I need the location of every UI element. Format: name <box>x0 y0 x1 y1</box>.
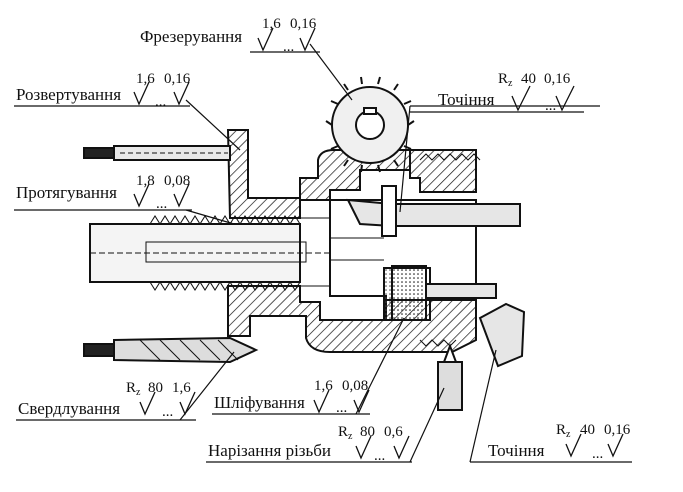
label-broaching-ra: 1,8 <box>136 173 155 189</box>
label-drilling-name: Свердлування <box>18 399 120 418</box>
label-turning-top-mid: ... <box>545 98 556 114</box>
threading-tool <box>437 343 463 411</box>
label-drilling-rz: Rz <box>126 380 141 398</box>
label-milling-name: Фрезерування <box>140 27 242 46</box>
label-drilling-ra: 80 <box>148 380 163 396</box>
label-turning-bottom-sb: 0,16 <box>604 422 631 438</box>
label-grinding-sb: 0,08 <box>342 378 368 394</box>
leader-lines <box>179 43 600 463</box>
label-threading-rz: Rz <box>338 424 353 442</box>
label-broaching: Протягування 1,8 0,08 ... <box>14 173 192 212</box>
label-broaching-name: Протягування <box>16 183 117 202</box>
label-grinding-ra: 1,6 <box>314 378 333 394</box>
label-turning-top-rz: Rz <box>498 71 513 89</box>
label-broaching-mid: ... <box>156 196 167 212</box>
drill-tool <box>83 336 259 364</box>
grinding-wheel <box>391 265 497 321</box>
label-milling-ra: 1,6 <box>262 16 281 32</box>
label-turning-bottom: Rz 40 0,16 Точіння ... <box>470 422 632 463</box>
label-reaming-ra: 1,6 <box>136 71 155 87</box>
label-drilling-mid: ... <box>162 404 173 420</box>
label-grinding: 1,6 0,08 Шліфування ... <box>212 378 370 416</box>
label-threading-name: Нарізання різьби <box>208 441 331 460</box>
label-reaming-mid: ... <box>155 94 166 110</box>
label-threading-ra: 80 <box>360 424 375 440</box>
label-turning-bottom-mid: ... <box>592 446 603 462</box>
label-turning-top-sb: 0,16 <box>544 71 571 87</box>
label-turning-bottom-rz: Rz <box>556 422 571 440</box>
label-drilling-sb: 1,6 <box>172 380 191 396</box>
label-threading: Rz 80 0,6 Нарізання різьби ... <box>206 424 412 464</box>
label-threading-sb: 0,6 <box>384 424 403 440</box>
milling-cutter <box>325 76 415 173</box>
label-milling: Фрезерування 1,6 0,16 ... <box>140 16 320 55</box>
label-reaming-sb: 0,16 <box>164 71 191 87</box>
label-turning-top-name: Точіння <box>438 90 495 109</box>
label-broaching-sb: 0,08 <box>164 173 190 189</box>
label-grinding-mid: ... <box>336 400 347 416</box>
reamer-tool <box>83 145 231 161</box>
label-turning-bottom-name: Точіння <box>488 441 545 460</box>
label-reaming-name: Розвертування <box>16 85 121 104</box>
label-turning-top: Rz 40 0,16 Точіння ... <box>410 71 584 114</box>
broach-tool <box>89 215 330 291</box>
label-turning-top-ra: 40 <box>521 71 536 87</box>
label-drilling: Rz 80 1,6 Свердлування ... <box>16 380 196 421</box>
turning-tool-top <box>346 185 521 237</box>
label-milling-mid: ... <box>283 39 294 55</box>
label-turning-bottom-ra: 40 <box>580 422 595 438</box>
label-threading-mid: ... <box>374 448 385 464</box>
label-grinding-name: Шліфування <box>214 393 305 412</box>
turning-tool-bottom <box>478 302 526 368</box>
label-milling-sb: 0,16 <box>290 16 317 32</box>
label-reaming: Розвертування 1,6 0,16 ... <box>14 71 191 110</box>
